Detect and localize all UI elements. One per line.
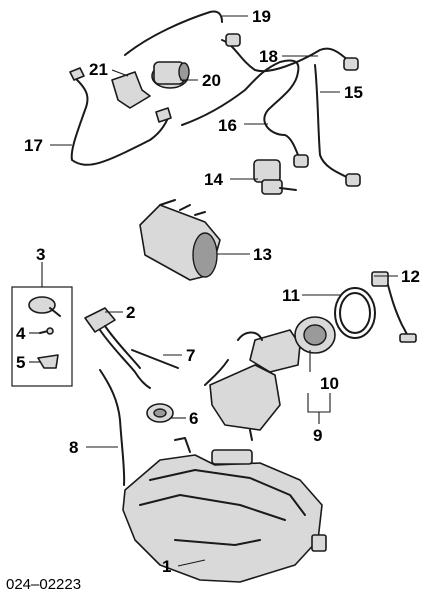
hose-16 bbox=[181, 59, 301, 161]
callout-13: 13 bbox=[253, 245, 272, 264]
callout-2: 2 bbox=[126, 303, 135, 322]
hose-15-end bbox=[345, 173, 361, 187]
hose-17-end bbox=[155, 107, 172, 123]
callout-20: 20 bbox=[202, 71, 221, 90]
hose-18-fitting bbox=[225, 33, 241, 47]
callout-6: 6 bbox=[189, 409, 198, 428]
hose-17 bbox=[70, 77, 169, 166]
callout-18: 18 bbox=[259, 47, 278, 66]
callout-14: 14 bbox=[204, 170, 223, 189]
callout-19: 19 bbox=[252, 7, 271, 26]
callout-16: 16 bbox=[218, 116, 237, 135]
fuel-tank-1 bbox=[122, 437, 327, 583]
callout-3: 3 bbox=[36, 245, 45, 264]
callout-1: 1 bbox=[162, 557, 171, 576]
seal-6 bbox=[146, 403, 174, 423]
hose-16-end bbox=[293, 154, 309, 168]
callout-12: 12 bbox=[401, 267, 420, 286]
callout-15: 15 bbox=[344, 83, 363, 102]
callout-9: 9 bbox=[313, 426, 322, 445]
callout-5: 5 bbox=[16, 353, 25, 372]
hose-18 bbox=[221, 39, 351, 73]
locking-ring-11 bbox=[334, 287, 376, 339]
callout-21: 21 bbox=[89, 60, 108, 79]
leader-1 bbox=[177, 559, 206, 567]
callout-8: 8 bbox=[69, 438, 78, 457]
callout-10: 10 bbox=[320, 374, 339, 393]
callout-7: 7 bbox=[186, 346, 195, 365]
fuel-pump-module bbox=[204, 329, 301, 441]
hose-17-clip bbox=[69, 67, 85, 81]
callout-11: 11 bbox=[282, 286, 300, 305]
leader-9 bbox=[307, 393, 331, 424]
bracket-21 bbox=[111, 71, 151, 109]
rod-7 bbox=[131, 349, 179, 369]
locking-ring-11-inner bbox=[339, 292, 371, 334]
pump-flange-10-inner bbox=[303, 324, 327, 346]
hose-15 bbox=[314, 64, 353, 181]
small-clip-4 bbox=[39, 327, 54, 335]
carbon-canister-13 bbox=[139, 199, 221, 281]
hose-18-end bbox=[343, 57, 359, 71]
level-sender-12 bbox=[371, 271, 417, 343]
vent-hose-19 bbox=[124, 10, 223, 56]
vent-tube-8 bbox=[99, 369, 126, 486]
canister-20 bbox=[151, 61, 190, 89]
bolt-5 bbox=[37, 354, 59, 369]
fuel-cap-part bbox=[28, 296, 61, 317]
callout-4: 4 bbox=[16, 324, 26, 343]
callout-17: 17 bbox=[24, 136, 43, 155]
leader-21 bbox=[111, 69, 129, 77]
drawing-id: 024–02223 bbox=[6, 576, 81, 593]
filler-neck-2 bbox=[84, 307, 151, 389]
valve-14 bbox=[253, 159, 297, 195]
